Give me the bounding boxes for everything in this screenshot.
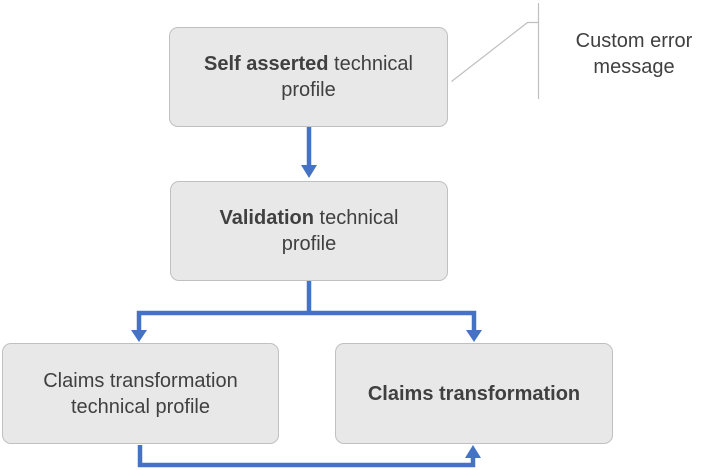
- arrow-self-to-validation-head: [301, 165, 317, 178]
- arrow-bottom-connector-line: [137, 445, 476, 468]
- validation-box-label-rest: technical profile: [281, 207, 399, 255]
- arrow-branch-left-head: [131, 330, 147, 342]
- self-asserted-box-label: Self asserted technical profile: [204, 51, 413, 103]
- claims-transformation-profile-box: Claims transformation technical profile: [2, 343, 279, 444]
- validation-box-label-bold: Validation: [219, 207, 314, 229]
- claims-transformation-box-label: Claims transformation: [368, 381, 580, 407]
- custom-error-message-label: Custom error message: [575, 30, 693, 78]
- validation-box-label: Validation technical profile: [220, 205, 399, 257]
- self-asserted-box: Self asserted technical profile: [169, 27, 448, 127]
- self-asserted-box-label-bold: Self asserted: [203, 53, 329, 75]
- claims-transformation-box: Claims transformation: [335, 343, 613, 444]
- arrow-bottom-connector-head: [465, 445, 481, 458]
- callout-line: [451, 21, 539, 82]
- self-asserted-box-label-rest: technical profile: [281, 53, 413, 101]
- validation-box: Validation technical profile: [170, 181, 448, 281]
- claims-transformation-box-label-bold: Claims transformation: [367, 382, 581, 405]
- arrow-branch-right-head: [466, 330, 482, 342]
- arrow-branch-bar: [136, 310, 477, 331]
- claims-transformation-profile-box-label: Claims transformation technical profile: [43, 369, 238, 418]
